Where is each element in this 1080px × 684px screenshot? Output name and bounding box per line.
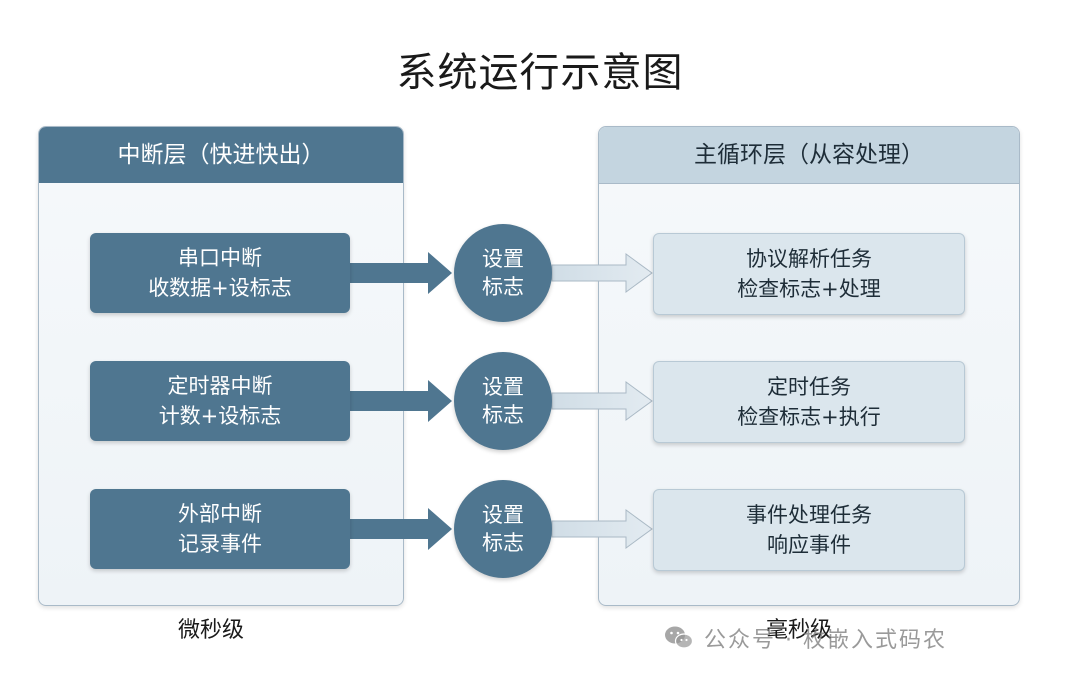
event-handling-task-title: 事件处理任务 (746, 503, 872, 527)
external-interrupt-desc: 记录事件 (178, 532, 262, 556)
microsecond-label: 微秒级 (178, 618, 245, 643)
timer-interrupt-desc: 计数+设标志 (158, 404, 282, 428)
timed-task-box: 定时任务 检查标志+执行 (653, 361, 965, 443)
timer-interrupt-box: 定时器中断 计数+设标志 (90, 361, 350, 441)
set-flag-node-3: 设置 标志 (454, 480, 552, 578)
external-interrupt-box: 外部中断 记录事件 (90, 489, 350, 569)
light-arrow-3 (551, 509, 653, 549)
protocol-parse-task-box: 协议解析任务 检查标志+处理 (653, 233, 965, 315)
millisecond-label: 毫秒级 (766, 618, 833, 643)
event-handling-task-desc: 响应事件 (767, 533, 851, 557)
set-flag-node-1: 设置 标志 (454, 224, 552, 322)
light-arrow-2 (551, 381, 653, 421)
protocol-parse-task-desc: 检查标志+处理 (737, 277, 881, 301)
interrupt-layer-header: 中断层（快进快出） (39, 127, 403, 183)
set-flag-line2: 标志 (482, 531, 524, 555)
timed-task-title: 定时任务 (767, 375, 851, 399)
dark-arrow-1 (350, 252, 452, 294)
main-loop-layer-header: 主循环层（从容处理） (599, 127, 1019, 184)
uart-interrupt-title: 串口中断 (178, 246, 262, 270)
watermark-text: 公众号 · 枚嵌入式码农 (704, 628, 947, 653)
set-flag-line1: 设置 (482, 375, 524, 399)
diagram-title: 系统运行示意图 (396, 50, 684, 96)
set-flag-line1: 设置 (482, 247, 524, 271)
external-interrupt-title: 外部中断 (178, 502, 262, 526)
set-flag-line2: 标志 (482, 403, 524, 427)
dark-arrow-2 (350, 380, 452, 422)
watermark: 公众号 · 枚嵌入式码农 (664, 622, 947, 654)
uart-interrupt-desc: 收数据+设标志 (148, 276, 292, 300)
set-flag-node-2: 设置 标志 (454, 352, 552, 450)
wechat-icon (665, 626, 694, 649)
dark-arrow-3 (350, 508, 452, 550)
set-flag-line2: 标志 (482, 275, 524, 299)
event-handling-task-box: 事件处理任务 响应事件 (653, 489, 965, 571)
timed-task-desc: 检查标志+执行 (737, 405, 881, 429)
uart-interrupt-box: 串口中断 收数据+设标志 (90, 233, 350, 313)
protocol-parse-task-title: 协议解析任务 (746, 247, 872, 271)
timer-interrupt-title: 定时器中断 (167, 374, 273, 398)
set-flag-line1: 设置 (482, 503, 524, 527)
light-arrow-1 (551, 253, 653, 293)
